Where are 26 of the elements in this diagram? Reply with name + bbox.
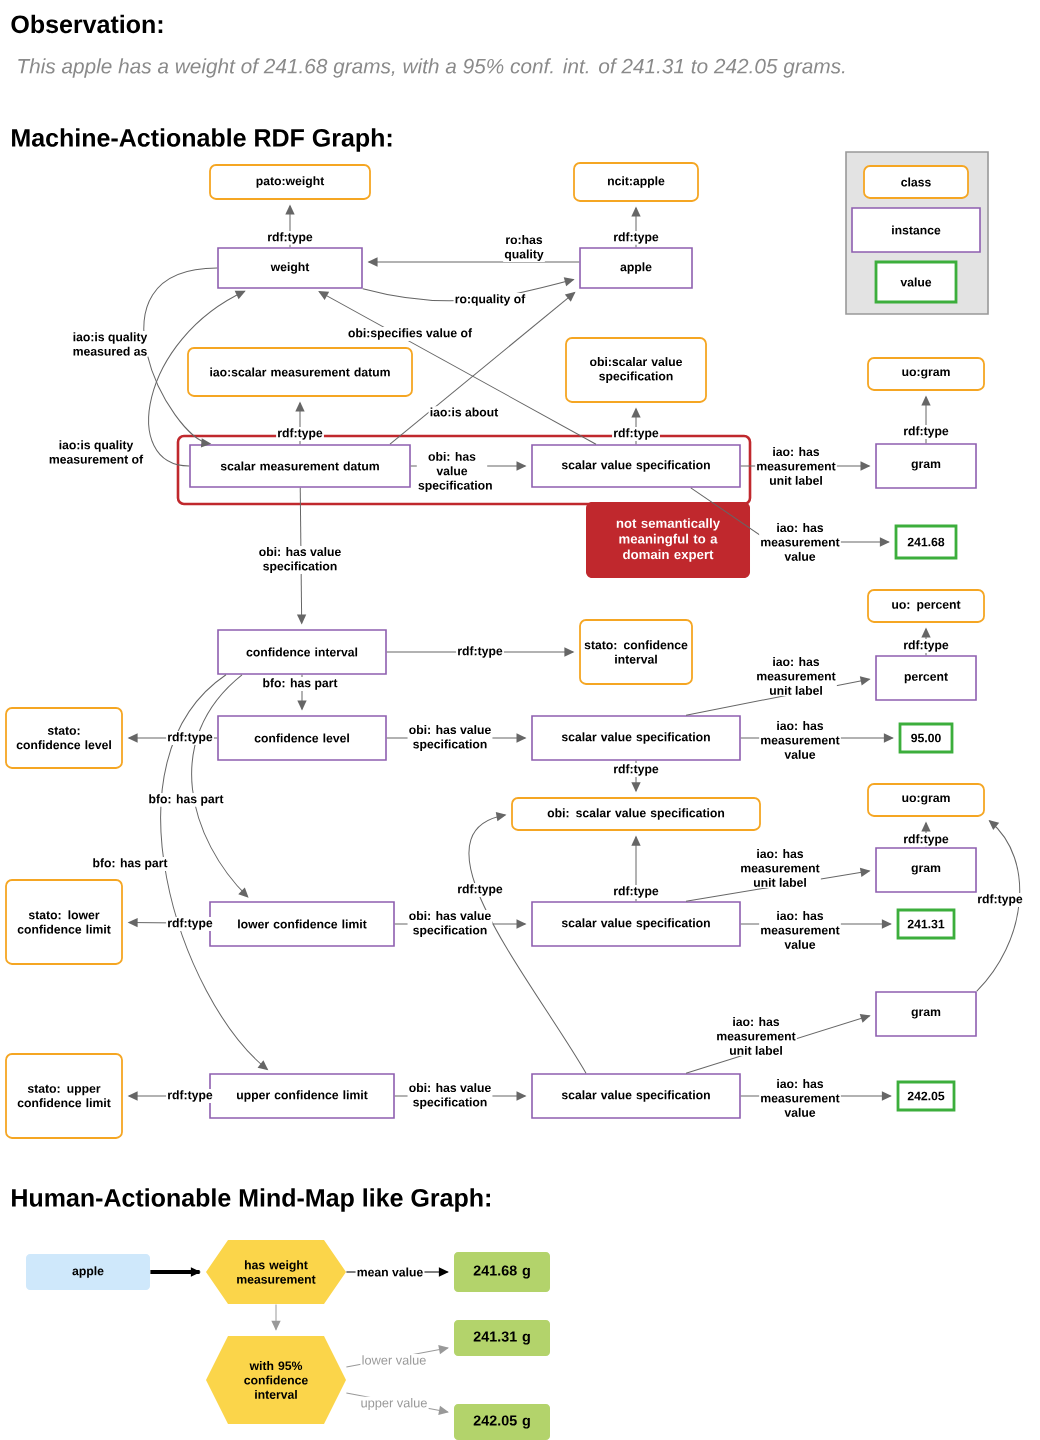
arrow <box>921 627 931 656</box>
arrow <box>631 760 641 793</box>
arrow <box>631 407 641 445</box>
arrow <box>367 257 580 267</box>
arrow <box>271 1303 281 1331</box>
arrow <box>148 290 246 467</box>
arrow <box>921 395 931 444</box>
arrow <box>389 291 576 445</box>
arrow <box>296 487 307 625</box>
section-heading: Human-Actionable Mind-Map like Graph: <box>12 1188 490 1212</box>
arrow <box>468 811 587 1074</box>
arrow <box>631 835 641 902</box>
observation-sentence: This apple has a weight of 241.68 grams, with a 95% conf. int. of 241.31 to 242.05 grams. <box>18 58 845 78</box>
section-heading: Machine-Actionable RDF Graph: <box>12 128 392 152</box>
arrow <box>160 674 269 1071</box>
arrow <box>150 1267 201 1277</box>
arrow <box>297 674 307 711</box>
arrow <box>285 204 295 248</box>
arrow <box>976 819 1021 992</box>
section-heading: Observation: <box>11 14 163 34</box>
arrow <box>191 674 249 898</box>
arrow <box>318 291 597 445</box>
arrow <box>295 401 305 445</box>
arrow <box>631 206 641 248</box>
arrow <box>143 267 218 448</box>
arrow <box>386 647 575 657</box>
